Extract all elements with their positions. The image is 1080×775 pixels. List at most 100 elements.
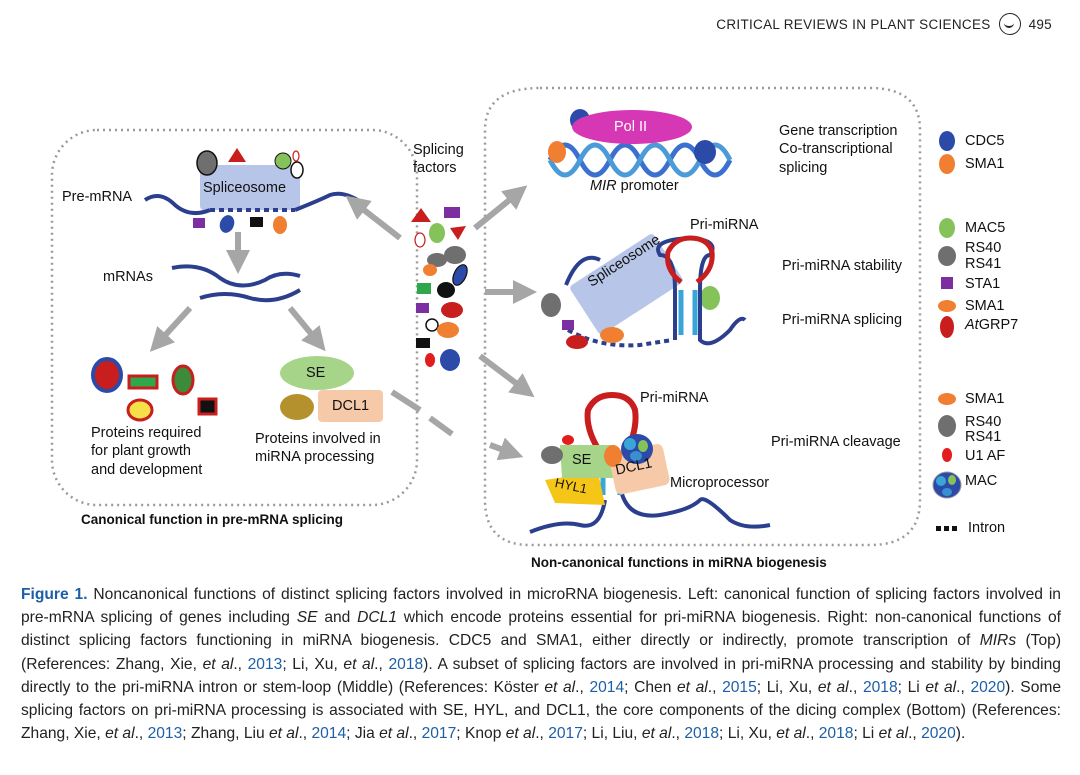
growth-proteins-line-3: and development	[91, 462, 203, 478]
figure-caption: Figure 1. Noncanonical functions of dist…	[21, 583, 1061, 745]
caption-segment: et al	[878, 725, 909, 743]
caption-segment: .,	[535, 725, 549, 743]
mirna-proteins-line-1: Proteins involved in	[255, 431, 381, 447]
caption-segment: ; Jia	[346, 725, 380, 743]
caption-segment: which encode proteins essential for pri-…	[21, 609, 1061, 650]
caption-segment: et al	[105, 725, 135, 743]
caption-segment: ).	[955, 725, 966, 743]
caption-reference-year[interactable]: 2014	[311, 725, 347, 743]
mac5-mid	[700, 286, 720, 310]
factor-small-outline	[414, 232, 426, 248]
caption-reference-year[interactable]: 2018	[818, 725, 854, 743]
splicing-factors-line-1: Splicing	[413, 142, 464, 158]
caption-segment: et al	[817, 678, 849, 696]
caption-segment: ; Zhang, Liu	[182, 725, 269, 743]
legend-rs41-label: RS41	[965, 256, 1002, 272]
arrow-to-cleavage	[478, 353, 535, 398]
pri-mirna-mid-stem	[656, 235, 747, 346]
sta1-mid	[562, 320, 574, 330]
arrow-to-mirna-proteins	[287, 306, 326, 352]
rs-mid	[541, 293, 561, 317]
caption-segment: .,	[134, 725, 148, 743]
caption-reference-year[interactable]: 2020	[970, 678, 1006, 696]
caption-segment: ; Knop	[456, 725, 506, 743]
arrow-to-spliceosome	[345, 195, 402, 241]
se-protein-left	[280, 356, 354, 390]
caption-segment: SE	[296, 609, 318, 627]
legend-sma1-mid-icon	[938, 300, 956, 312]
legend-intron-icon	[936, 526, 957, 531]
caption-reference-year[interactable]: 2015	[722, 678, 757, 696]
grp7-mid	[566, 335, 588, 349]
caption-segment: .,	[408, 725, 422, 743]
caption-segment: ). A subset of splicing factors are invo…	[21, 655, 1061, 696]
caption-segment: ; Chen	[624, 678, 677, 696]
legend-cdc5-icon	[939, 131, 955, 151]
caption-reference-year[interactable]: 2017	[548, 725, 583, 743]
journal-logo-icon	[998, 13, 1021, 35]
caption-segment: et al	[544, 678, 576, 696]
cdc5-on-dna	[694, 140, 716, 164]
factor-rs-2	[427, 253, 447, 267]
factor-mac5	[429, 223, 445, 243]
caption-reference-year[interactable]: 2018	[684, 725, 720, 743]
canonical-panel-title: Canonical function in pre-mRNA splicing	[81, 512, 344, 527]
pre-mrna-label: Pre-mRNA	[62, 189, 133, 205]
caption-segment: et al	[343, 655, 375, 673]
rs-bot	[541, 446, 563, 464]
pre-mrna-strand-left	[143, 194, 211, 216]
caption-segment: ; Li, Xu,	[719, 725, 777, 743]
sma1-bot	[604, 445, 622, 467]
mirna-proteins-line-2: miRNA processing	[255, 449, 375, 465]
caption-segment: Noncanonical functions of distinct splic…	[21, 586, 1061, 627]
caption-segment: .,	[374, 655, 389, 673]
caption-reference-year[interactable]: 2013	[247, 655, 283, 673]
caption-reference-year[interactable]: 2014	[589, 678, 625, 696]
mac-complex-bot	[621, 434, 653, 464]
arrow-dcl1-segment-2	[428, 415, 454, 437]
top-function-line-2: Co-transcriptional	[779, 141, 893, 157]
se-label-bottom: SE	[572, 452, 592, 468]
sma1-factor-icon	[273, 216, 287, 234]
mrnas-label: mRNAs	[103, 269, 153, 285]
caption-segment: ; Li, Xu,	[282, 655, 344, 673]
caption-reference-year[interactable]: 2017	[421, 725, 457, 743]
factor-red-oval	[441, 302, 463, 318]
hyl1-protein-left	[280, 394, 314, 420]
caption-segment: .,	[233, 655, 248, 673]
factor-u1af	[425, 353, 435, 367]
factor-blue-oval	[440, 349, 460, 371]
se-label-left: SE	[306, 365, 326, 381]
caption-segment: MIRs	[979, 632, 1017, 650]
noncanonical-panel-title: Non-canonical functions in miRNA biogene…	[531, 555, 827, 570]
caption-segment: et al	[505, 725, 536, 743]
caption-segment: et al	[925, 678, 957, 696]
pri-mirna-mid-left-arm	[564, 255, 601, 286]
legend-grp7-icon	[940, 316, 954, 338]
journal-title: CRITICAL REVIEWS IN PLANT SCIENCES	[716, 16, 991, 32]
legend-rs-icon	[938, 246, 956, 266]
factor-black-oval	[437, 282, 455, 298]
protein-green-red-icon	[127, 374, 159, 390]
factor-sma1	[423, 264, 437, 276]
caption-reference-year[interactable]: 2013	[147, 725, 183, 743]
caption-reference-year[interactable]: 2020	[921, 725, 956, 743]
caption-segment: and	[317, 609, 358, 627]
arrow-dcl1-segment-1	[390, 389, 422, 413]
protein-black-icon	[197, 397, 218, 416]
caption-reference-year[interactable]: 2018	[388, 655, 424, 673]
caption-segment: DCL1	[357, 609, 397, 627]
legend-u1af-icon	[942, 448, 952, 462]
white-factor-icon	[290, 161, 304, 179]
cleavage-label: Pri-miRNA cleavage	[771, 434, 901, 450]
growth-proteins-line-2: for plant growth	[91, 443, 191, 459]
sma1-mid	[600, 327, 624, 343]
caption-segment: .,	[805, 725, 819, 743]
legend-atgrp7-label: AtGRP7	[965, 317, 1019, 333]
caption-reference-year[interactable]: 2018	[862, 678, 898, 696]
legend-rs-bot-icon	[938, 415, 956, 437]
se-bot	[560, 445, 618, 478]
caption-segment: et al	[268, 725, 299, 743]
arrow-dcl1-segment-3	[488, 437, 524, 461]
factor-black-square	[416, 338, 430, 348]
